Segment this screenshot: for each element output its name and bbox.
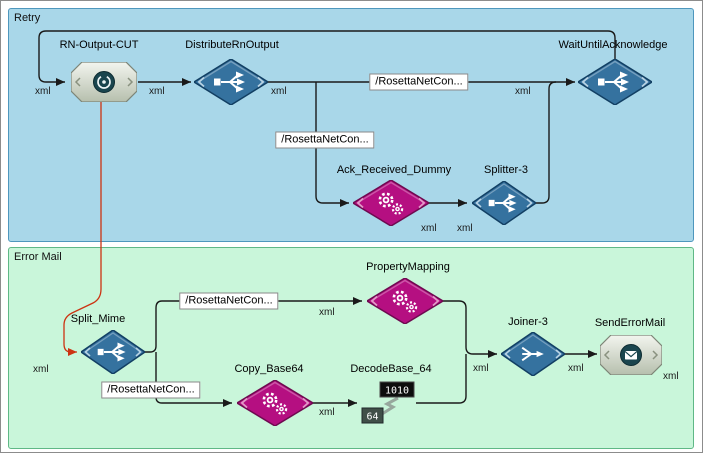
xml-port-label: xml (568, 363, 584, 374)
envelope-icon (620, 344, 642, 366)
xml-port-label: xml (473, 363, 489, 374)
edge-decode-to-merge[interactable] (416, 354, 467, 404)
node-label-split-mime: Split_Mime (70, 313, 126, 325)
node-label-rn-output-cut: RN-Output-CUT (59, 39, 139, 51)
port-chevrons (603, 350, 659, 360)
node-joiner-3[interactable] (501, 332, 565, 376)
port-chevrons (370, 295, 440, 307)
edge-branch-to-ack[interactable] (315, 82, 349, 207)
node-label-distribute-rn-output: DistributeRnOutput (185, 39, 279, 51)
port-chevrons (197, 76, 265, 88)
lane-retry[interactable]: Retry (8, 8, 694, 242)
split-arrows-icon (488, 193, 517, 213)
lane-retry-label: Retry (14, 12, 41, 24)
edge-splitter-to-merge[interactable] (536, 81, 557, 204)
node-decode-base-64[interactable]: 1010 64 (360, 381, 416, 425)
port-chevrons (74, 77, 134, 87)
node-splitter-3[interactable] (472, 181, 536, 225)
bevel (240, 381, 310, 404)
lane-error-mail-label: Error Mail (14, 251, 62, 263)
port-chevrons (581, 76, 649, 88)
xml-port-label: xml (421, 223, 437, 234)
node-wait-until-acknowledge[interactable] (578, 59, 652, 105)
edge-splitmime-to-propertymapping[interactable] (145, 297, 362, 353)
step-shape (353, 180, 429, 226)
xml-port-label: xml (271, 86, 287, 97)
xml-port-label: xml (457, 223, 473, 234)
edge-condition-error-lower[interactable]: /RosettaNetCon... (101, 381, 201, 399)
edge-error-to-splitmime[interactable] (63, 102, 102, 356)
node-label-send-error-mail: SendErrorMail (594, 317, 666, 329)
node-ack-received-dummy[interactable] (353, 180, 429, 226)
node-label-joiner-3: Joiner-3 (508, 316, 548, 328)
xml-port-label: xml (33, 364, 49, 375)
node-label-decode-base-64: DecodeBase_64 (350, 363, 432, 375)
xml-port-label: xml (515, 86, 531, 97)
xml-port-label: xml (663, 371, 679, 382)
node-label-splitter-3: Splitter-3 (483, 164, 529, 176)
bevel (475, 183, 533, 204)
bevel (581, 60, 649, 83)
gears-icon (392, 290, 418, 313)
port-chevrons (504, 349, 562, 359)
xml-port-label: xml (319, 307, 335, 318)
gears-icon (378, 192, 404, 215)
bevel (370, 279, 440, 302)
wait-arrows-icon (598, 71, 629, 93)
bevel (356, 181, 426, 204)
node-label-property-mapping: PropertyMapping (366, 261, 450, 273)
xml-port-label: xml (319, 407, 335, 418)
bevel (197, 60, 265, 83)
node-rn-output-cut[interactable] (71, 62, 137, 102)
node-copy-base64[interactable] (237, 380, 313, 426)
step-shape (367, 278, 443, 324)
node-split-mime[interactable] (81, 330, 145, 374)
split-arrows-icon (97, 342, 126, 362)
node-label-ack-received-dummy: Ack_Received_Dummy (336, 164, 452, 176)
bevel (84, 332, 142, 353)
xml-port-label: xml (149, 86, 165, 97)
split-arrows-icon (214, 71, 245, 93)
port-chevrons (84, 347, 142, 357)
base64-decode-icon: 1010 64 (361, 381, 415, 424)
step-shape (237, 380, 313, 426)
binary-text: 1010 (385, 386, 409, 397)
node-label-copy-base64: Copy_Base64 (234, 363, 304, 375)
xml-port-label: xml (35, 86, 51, 97)
port-chevrons (475, 198, 533, 208)
bevel (504, 334, 562, 355)
port-chevrons (356, 197, 426, 209)
node-send-error-mail[interactable] (600, 335, 662, 375)
gears-icon (262, 392, 288, 415)
edge-condition-retry-main[interactable]: /RosettaNetCon... (369, 73, 469, 91)
port-chevrons (240, 397, 310, 409)
edge-merge-to-joiner[interactable] (443, 300, 497, 358)
node-label-wait-until-acknowledge: WaitUntilAcknowledge (558, 39, 668, 51)
edge-condition-error-upper[interactable]: /RosettaNetCon... (179, 292, 279, 310)
node-property-mapping[interactable] (367, 278, 443, 324)
message-channel-icon (93, 71, 115, 93)
edge-condition-retry-branch[interactable]: /RosettaNetCon... (275, 131, 375, 149)
edge-retry-loop[interactable] (38, 30, 616, 86)
base64-text: 64 (366, 412, 378, 423)
node-distribute-rn-output[interactable] (194, 59, 268, 105)
join-arrows-icon (521, 346, 544, 362)
